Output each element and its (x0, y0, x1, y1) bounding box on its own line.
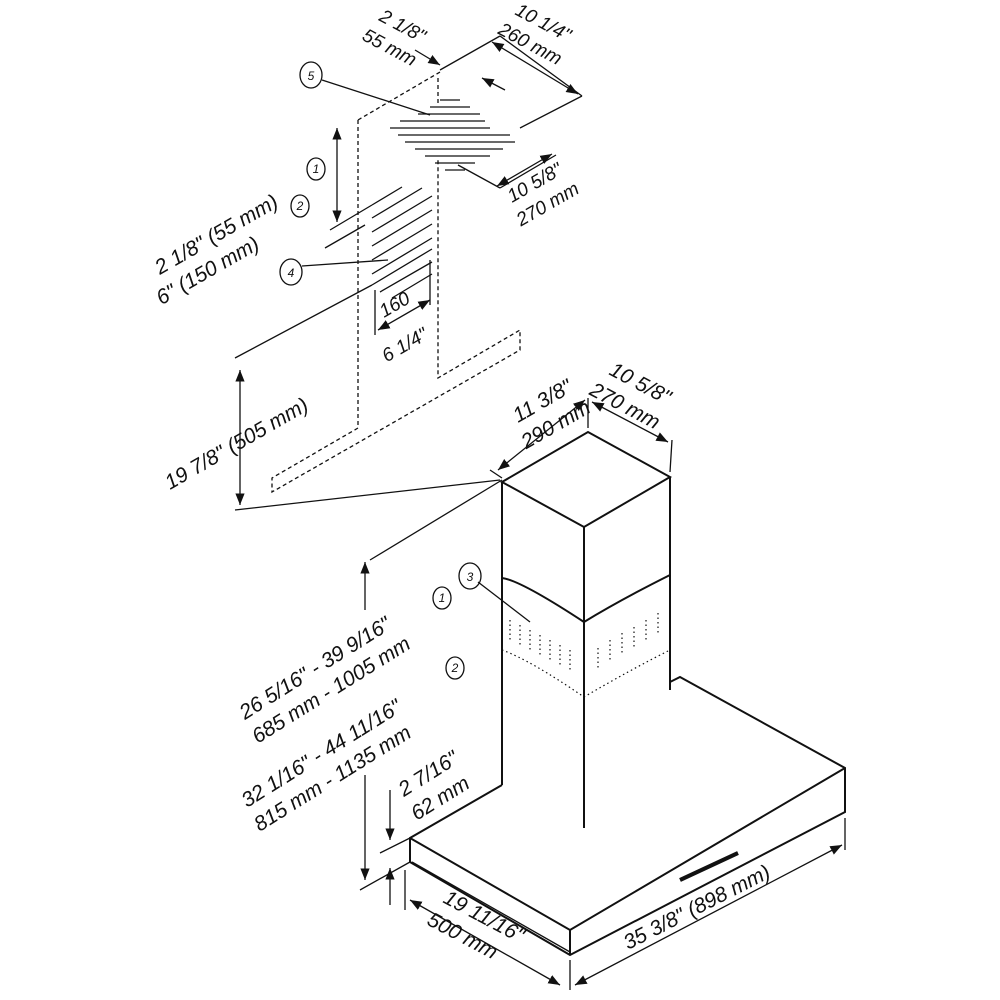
wall-bracket-schematic (234, 35, 583, 511)
callout-5: 5 (299, 61, 431, 116)
callout-1: 1 (306, 157, 326, 181)
svg-text:3: 3 (467, 570, 474, 584)
ceiling-opening-hatch (390, 99, 515, 171)
bracket-height: 19 7/8" (505 mm) (161, 394, 312, 495)
callout-4: 4 (279, 258, 389, 286)
height-range-1-label: 26 5/16" - 39 9/16" 685 mm - 1005 mm (235, 612, 415, 748)
bracket-width-mm: 160 (376, 288, 414, 322)
callout-3: 3 (458, 562, 482, 590)
svg-text:1: 1 (313, 162, 320, 176)
top-width-label: 10 1/4" 260 mm (494, 0, 575, 70)
svg-text:4: 4 (288, 266, 295, 280)
height-range-2-label: 32 1/16" - 44 11/16" 815 mm - 1135 mm (237, 695, 415, 837)
svg-text:2: 2 (296, 199, 304, 213)
svg-text:2: 2 (451, 661, 459, 675)
bracket-width-label: 160 6 1/4" (376, 288, 433, 367)
chimney-width-label: 11 3/8" 290 mm (509, 374, 595, 454)
offset-options-label: 2 1/8" (55 mm) 6" (150 mm) (150, 190, 282, 309)
canopy-height-label: 2 7/16" 62 mm (394, 746, 474, 825)
callout-2: 2 (290, 194, 310, 218)
base-width: 35 3/8" (898 mm) (620, 861, 774, 955)
svg-text:5: 5 (308, 69, 315, 83)
top-depth-label: 10 5/8" 270 mm (504, 159, 583, 232)
callout-1b: 1 (432, 586, 452, 610)
svg-text:1: 1 (439, 591, 446, 605)
bracket-width-in: 6 1/4" (379, 324, 433, 367)
range-hood-drawing (359, 398, 846, 990)
chimney-depth-label: 10 5/8" 270 mm (585, 358, 676, 434)
wall-bracket-hatch (371, 186, 433, 299)
callout-2b: 2 (445, 656, 465, 680)
top-offset-label: 2 1/8" 55 mm (359, 5, 430, 71)
